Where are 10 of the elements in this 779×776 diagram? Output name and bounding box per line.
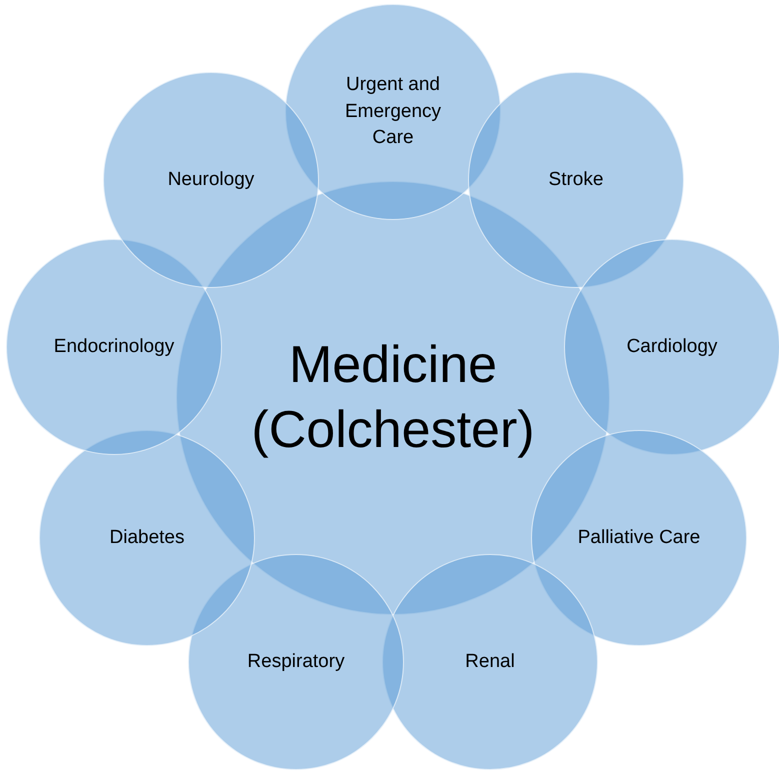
circle-label: Urgent and Emergency Care xyxy=(344,73,442,150)
circle-label: Respiratory xyxy=(247,650,345,674)
circle-label: Stroke xyxy=(548,168,604,192)
circle-label: Diabetes xyxy=(110,526,184,550)
circle-label: Endocrinology xyxy=(54,334,174,359)
circle-label: Renal xyxy=(465,650,515,674)
circle-label: Neurology xyxy=(168,168,254,192)
circle-label: Cardiology xyxy=(626,334,718,359)
circle-label: Palliative Care xyxy=(578,526,700,550)
circle-label: Medicine (Colchester) xyxy=(250,335,536,461)
